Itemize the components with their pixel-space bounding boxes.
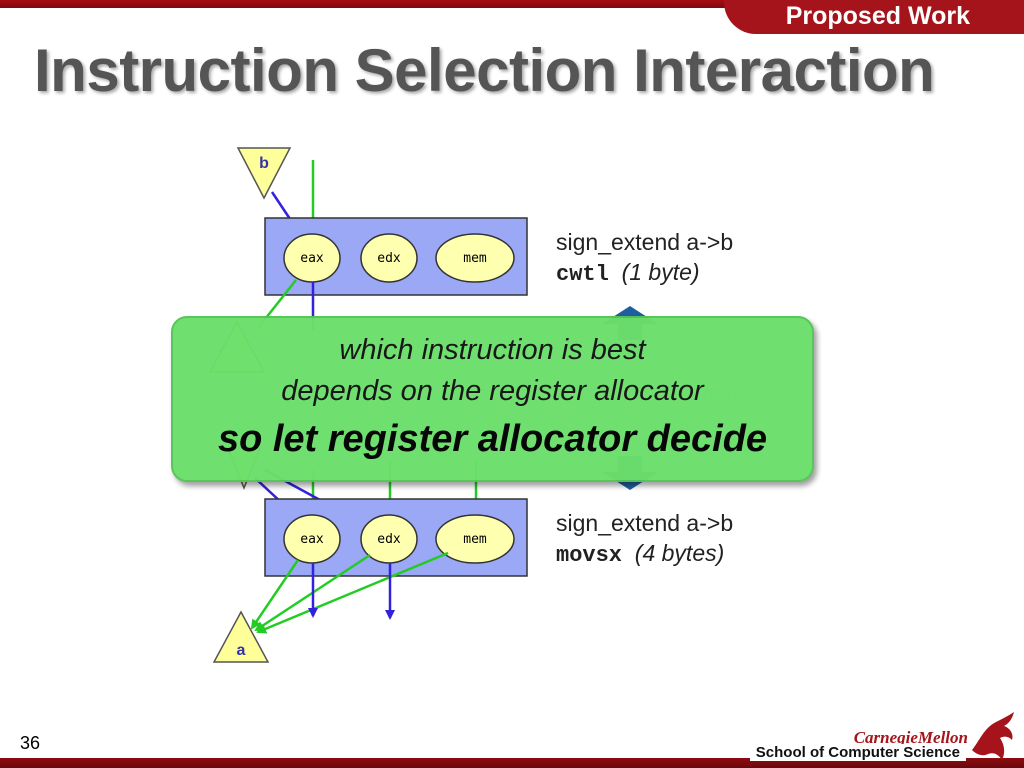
edge-eax-to-a-green <box>250 559 300 630</box>
bottom-size: (4 bytes) <box>634 540 725 566</box>
bottom-mem-label: mem <box>463 532 487 547</box>
callout-line-2: depends on the register allocator <box>281 375 704 407</box>
edge-mem-to-a-green <box>256 551 449 634</box>
callout-line-1: which instruction is best <box>339 334 646 366</box>
school-name: School of Computer Science <box>749 744 966 761</box>
bottom-caption: sign_extend a->b movsx (4 bytes) <box>556 508 733 571</box>
callout-box: which instruction is best depends on the… <box>171 316 814 482</box>
top-eax-label: eax <box>300 251 324 266</box>
slide-title: Instruction Selection Interaction <box>34 37 935 104</box>
top-size: (1 byte) <box>621 259 700 285</box>
university-logo-text: CarnegieMellon <box>853 728 968 747</box>
bottom-instruction: movsx <box>556 543 623 568</box>
bottom-operation: sign_extend a->b <box>556 510 734 536</box>
top-operation: sign_extend a->b <box>556 229 734 255</box>
top-caption: sign_extend a->b cwtl (1 byte) <box>556 227 733 290</box>
section-label: Proposed Work <box>785 2 970 30</box>
griffin-logo-icon <box>972 712 1014 760</box>
input-triangle-b <box>236 147 292 200</box>
bottom-accent-bar <box>0 758 1024 768</box>
output-triangle-a <box>212 610 270 663</box>
output-triangle-a-label: a <box>237 642 246 659</box>
top-instruction: cwtl <box>556 262 609 287</box>
bottom-mem-node <box>435 514 515 564</box>
bottom-eax-label: eax <box>300 532 324 547</box>
top-edx-label: edx <box>377 251 401 266</box>
callout-line-3: so let register allocator decide <box>217 418 768 460</box>
input-triangle-b-label: b <box>259 155 269 172</box>
top-accent-bar <box>0 0 1024 8</box>
section-tab: Proposed Work <box>724 0 1024 34</box>
top-edx-node <box>360 233 418 283</box>
bottom-edx-label: edx <box>377 532 401 547</box>
top-mem-node <box>435 233 515 283</box>
top-mem-label: mem <box>463 251 487 266</box>
slide-number: 36 <box>20 733 41 753</box>
